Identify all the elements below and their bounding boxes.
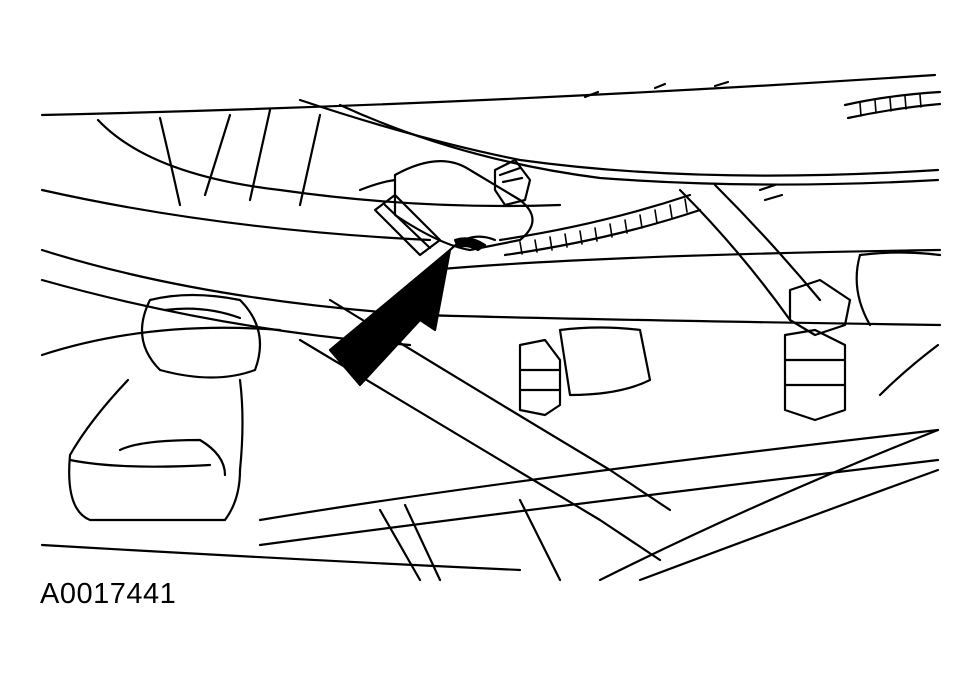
diagonal-tube: [40, 248, 672, 562]
clip-connector: [358, 158, 534, 257]
arrow-icon: [328, 248, 452, 387]
elbow-hose-end: [68, 293, 262, 522]
upper-frame-lines: [40, 73, 937, 117]
figure-code: A0017441: [40, 578, 177, 610]
right-hoses: [418, 183, 942, 397]
hex-fittings: [518, 278, 852, 422]
callout-arrow: [328, 248, 452, 387]
lower-frame-lines: [40, 326, 940, 582]
upper-hose: [40, 98, 940, 242]
